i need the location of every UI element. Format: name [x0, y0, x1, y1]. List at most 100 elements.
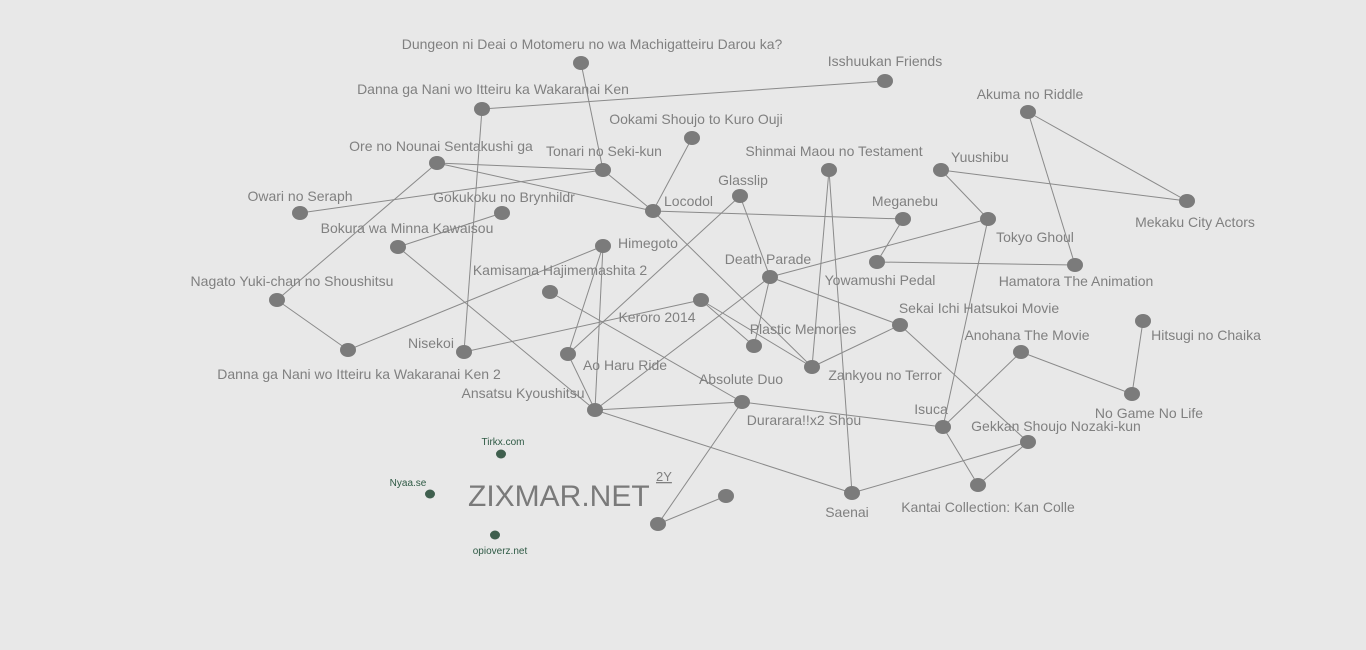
- graph-edge-akuma-mekaku: [1027, 111, 1188, 202]
- graph-node-ookami[interactable]: [684, 131, 700, 145]
- graph-node-yowamushi[interactable]: [869, 255, 885, 269]
- graph-node-isuca[interactable]: [935, 420, 951, 434]
- graph-node-label-hitsugi[interactable]: Hitsugi no Chaika: [1151, 327, 1261, 343]
- graph-edge-yuushibu-mekaku: [940, 169, 1188, 202]
- site-node-nyaa[interactable]: [425, 489, 435, 499]
- graph-node-label-akuma[interactable]: Akuma no Riddle: [977, 86, 1084, 102]
- site-label-nyaa[interactable]: Nyaa.se: [390, 478, 427, 489]
- graph-node-label-tonari[interactable]: Tonari no Seki-kun: [546, 143, 662, 159]
- brand-title: ZIXMAR.NET: [468, 480, 650, 513]
- graph-node-hitsugi[interactable]: [1135, 314, 1151, 328]
- graph-node-label-hamatora[interactable]: Hamatora The Animation: [999, 273, 1154, 289]
- graph-node-tokyoghoul[interactable]: [980, 212, 996, 226]
- site-node-tirkx[interactable]: [496, 449, 506, 459]
- graph-node-label-shinmai[interactable]: Shinmai Maou no Testament: [745, 143, 922, 159]
- graph-node-glasslip[interactable]: [732, 189, 748, 203]
- graph-node-danna2[interactable]: [340, 343, 356, 357]
- graph-node-label-nagato[interactable]: Nagato Yuki-chan no Shoushitsu: [191, 273, 394, 289]
- graph-node-label-kantai[interactable]: Kantai Collection: Kan Colle: [901, 499, 1075, 515]
- graph-node-unl1[interactable]: [650, 517, 666, 531]
- graph-node-himegoto[interactable]: [595, 239, 611, 253]
- graph-node-label-danna2[interactable]: Danna ga Nani wo Itteiru ka Wakaranai Ke…: [217, 366, 501, 382]
- graph-node-label-plastic[interactable]: Plastic Memories: [750, 321, 857, 337]
- graph-node-label-dungeon[interactable]: Dungeon ni Deai o Motomeru no wa Machiga…: [402, 36, 783, 52]
- graph-node-hamatora[interactable]: [1067, 258, 1083, 272]
- site-node-opioverz[interactable]: [490, 530, 500, 540]
- graph-node-absolute[interactable]: [734, 395, 750, 409]
- graph-edge-owari-tonari: [299, 169, 604, 214]
- graph-node-keroro[interactable]: [693, 293, 709, 307]
- graph-node-unl2[interactable]: [718, 489, 734, 503]
- graph-node-label-absolute[interactable]: Absolute Duo: [699, 371, 783, 387]
- graph-edge-himegoto-ansatsu: [594, 245, 604, 411]
- graph-node-label-durarara[interactable]: Durarara!!x2 Shou: [747, 412, 861, 428]
- graph-edge-shinmai-zankyou: [811, 169, 830, 368]
- graph-node-label-meganebu[interactable]: Meganebu: [872, 193, 938, 209]
- graph-node-gokukoku[interactable]: [494, 206, 510, 220]
- graph-node-shinmai[interactable]: [821, 163, 837, 177]
- graph-node-label-gokukoku[interactable]: Gokukoku no Brynhildr: [433, 189, 575, 205]
- graph-edge-ansatsu-saenai: [594, 409, 853, 494]
- graph-node-locodol[interactable]: [645, 204, 661, 218]
- graph-node-gekkan[interactable]: [1020, 435, 1036, 449]
- graph-node-label-nisekoi[interactable]: Nisekoi: [408, 335, 454, 351]
- graph-node-label-keroro[interactable]: Keroro 2014: [618, 309, 695, 325]
- graph-node-label-tokyoghoul[interactable]: Tokyo Ghoul: [996, 229, 1074, 245]
- graph-node-label-zankyou[interactable]: Zankyou no Terror: [828, 367, 942, 383]
- graph-node-label-aoharu[interactable]: Ao Haru Ride: [583, 357, 667, 373]
- graph-node-ore[interactable]: [429, 156, 445, 170]
- graph-node-saenai[interactable]: [844, 486, 860, 500]
- graph-node-label-himegoto[interactable]: Himegoto: [618, 235, 678, 251]
- site-label-opioverz[interactable]: opioverz.net: [473, 546, 528, 557]
- graph-node-label-kamisama[interactable]: Kamisama Hajimemashita 2: [473, 262, 647, 278]
- graph-node-mekaku[interactable]: [1179, 194, 1195, 208]
- graph-node-anohana[interactable]: [1013, 345, 1029, 359]
- graph-node-label-sekaiichi[interactable]: Sekai Ichi Hatsukoi Movie: [899, 300, 1060, 316]
- graph-node-owari[interactable]: [292, 206, 308, 220]
- graph-node-tonari[interactable]: [595, 163, 611, 177]
- graph-edge-deathparade-plastic: [753, 276, 771, 347]
- graph-node-kantai[interactable]: [970, 478, 986, 492]
- graph-node-label-nogame[interactable]: No Game No Life: [1095, 405, 1203, 421]
- graph-node-label-anohana[interactable]: Anohana The Movie: [964, 327, 1089, 343]
- graph-node-label-mekaku[interactable]: Mekaku City Actors: [1135, 214, 1255, 230]
- graph-node-ansatsu[interactable]: [587, 403, 603, 417]
- graph-node-label-isshuukan[interactable]: Isshuukan Friends: [828, 53, 942, 69]
- graph-node-label-saenai[interactable]: Saenai: [825, 504, 869, 520]
- graph-node-label-bokura[interactable]: Bokura wa Minna Kawaisou: [321, 220, 494, 236]
- graph-node-label-danna[interactable]: Danna ga Nani wo Itteiru ka Wakaranai Ke…: [357, 81, 629, 97]
- graph-node-isshuukan[interactable]: [877, 74, 893, 88]
- graph-node-kamisama[interactable]: [542, 285, 558, 299]
- graph-node-deathparade[interactable]: [762, 270, 778, 284]
- graph-node-sekaiichi[interactable]: [892, 318, 908, 332]
- graph-node-label-deathparade[interactable]: Death Parade: [725, 251, 812, 267]
- graph-edge-glasslip-aoharu: [567, 195, 741, 355]
- graph-node-yuushibu[interactable]: [933, 163, 949, 177]
- graph-node-label-locodol[interactable]: Locodol: [664, 193, 713, 209]
- graph-node-aoharu[interactable]: [560, 347, 576, 361]
- graph-node-nisekoi[interactable]: [456, 345, 472, 359]
- graph-node-label-gekkan[interactable]: Gekkan Shoujo Nozaki-kun: [971, 418, 1141, 434]
- brand-superscript-link[interactable]: 2Y: [656, 469, 672, 484]
- graph-node-label-ore[interactable]: Ore no Nounai Sentakushi ga: [349, 138, 533, 154]
- graph-node-label-yuushibu[interactable]: Yuushibu: [951, 149, 1009, 165]
- graph-edge-himegoto-danna2: [347, 245, 604, 351]
- graph-node-dungeon[interactable]: [573, 56, 589, 70]
- graph-node-plastic[interactable]: [746, 339, 762, 353]
- graph-node-label-yowamushi[interactable]: Yowamushi Pedal: [825, 272, 936, 288]
- graph-node-label-isuca[interactable]: Isuca: [914, 401, 948, 417]
- graph-node-meganebu[interactable]: [895, 212, 911, 226]
- graph-node-danna[interactable]: [474, 102, 490, 116]
- graph-node-label-ookami[interactable]: Ookami Shoujo to Kuro Ouji: [609, 111, 783, 127]
- graph-node-nagato[interactable]: [269, 293, 285, 307]
- site-label-tirkx[interactable]: Tirkx.com: [482, 437, 525, 448]
- graph-node-akuma[interactable]: [1020, 105, 1036, 119]
- graph-edge-locodol-zankyou: [652, 210, 813, 368]
- graph-node-nogame[interactable]: [1124, 387, 1140, 401]
- graph-node-label-glasslip[interactable]: Glasslip: [718, 172, 768, 188]
- graph-node-zankyou[interactable]: [804, 360, 820, 374]
- graph-node-label-ansatsu[interactable]: Ansatsu Kyoushitsu: [462, 385, 585, 401]
- graph-edge-keroro-plastic: [700, 299, 755, 347]
- graph-node-bokura[interactable]: [390, 240, 406, 254]
- graph-node-label-owari[interactable]: Owari no Seraph: [247, 188, 352, 204]
